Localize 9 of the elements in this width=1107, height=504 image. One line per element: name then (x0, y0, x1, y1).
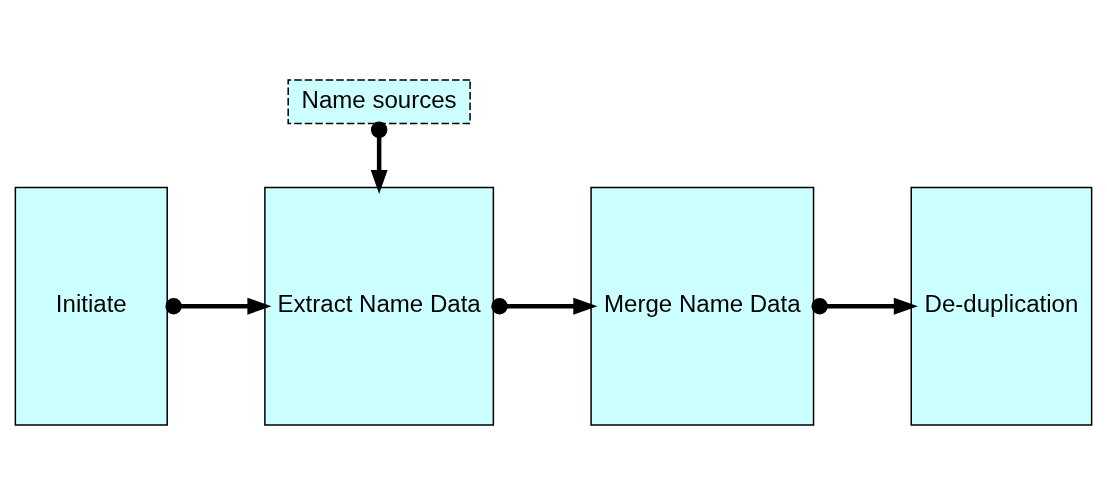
node-box: Merge Name Data (590, 186, 815, 426)
arrow (491, 297, 598, 315)
arrow (165, 297, 272, 315)
arrow (370, 121, 388, 194)
node-box: Name sources (287, 78, 471, 124)
node-box: De-duplication (910, 186, 1093, 426)
arrow (811, 297, 918, 315)
node-box: Extract Name Data (264, 186, 495, 426)
node-box: Initiate (14, 186, 168, 426)
